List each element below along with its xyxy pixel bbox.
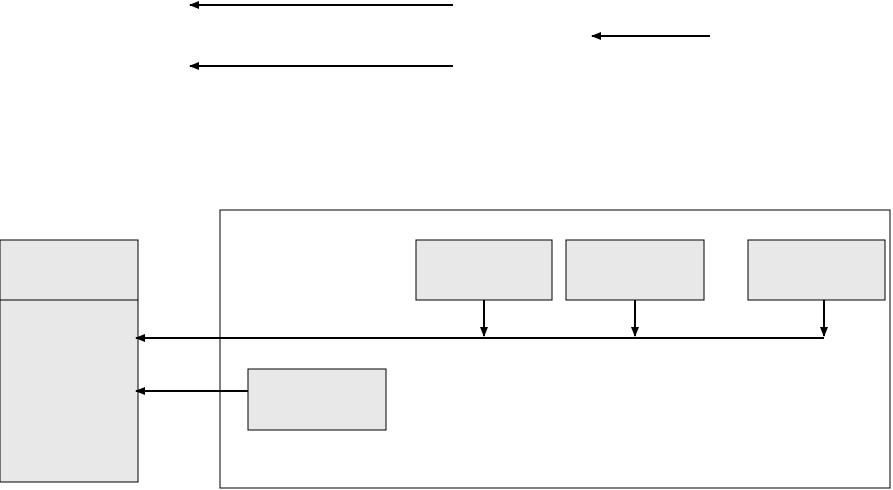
left-top-box bbox=[0, 239, 139, 301]
module-box-3 bbox=[747, 239, 886, 301]
module-box-1 bbox=[415, 239, 553, 301]
left-column-box bbox=[0, 299, 139, 483]
module-box-2 bbox=[565, 239, 705, 301]
lower-module-box bbox=[247, 368, 387, 431]
container-frame bbox=[219, 209, 891, 489]
